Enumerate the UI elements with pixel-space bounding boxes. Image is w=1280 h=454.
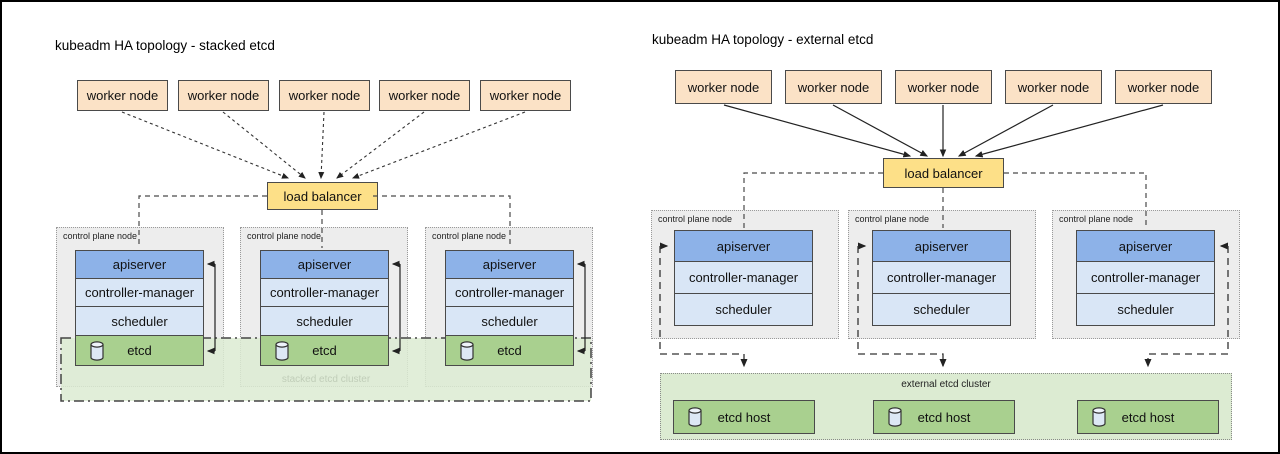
panel-label: control plane node	[432, 231, 507, 241]
control-plane-stack: apiserver controller-manager scheduler e…	[445, 250, 574, 367]
scheduler-box: scheduler	[75, 306, 204, 336]
worker-to-lb-arrow	[121, 111, 290, 179]
etcd-label: etcd	[497, 343, 522, 358]
apiserver-box: apiserver	[872, 230, 1011, 262]
database-cylinder-icon	[687, 407, 703, 427]
etcd-host-label: etcd host	[917, 409, 971, 425]
left-diagram-title: kubeadm HA topology - stacked etcd	[55, 38, 275, 53]
control-plane-stack: apiserver controller-manager scheduler	[872, 230, 1011, 326]
worker-to-lb-arrow	[832, 104, 929, 157]
etcd-host-box: etcd host	[673, 400, 815, 434]
control-plane-stack: apiserver controller-manager scheduler	[674, 230, 813, 326]
worker-to-lb-arrow	[336, 111, 425, 179]
worker-to-lb-arrow	[723, 104, 912, 158]
panel-label: control plane node	[855, 214, 930, 224]
worker-to-lb-arrow	[957, 104, 1054, 157]
controller-manager-box: controller-manager	[674, 261, 813, 294]
controller-manager-box: controller-manager	[260, 278, 389, 307]
controller-manager-box: controller-manager	[872, 261, 1011, 294]
database-cylinder-icon	[274, 340, 290, 361]
controller-manager-box: controller-manager	[445, 278, 574, 307]
control-plane-stack: apiserver controller-manager scheduler e…	[75, 250, 204, 367]
worker-to-lb-arrow	[974, 104, 1164, 158]
worker-to-lb-arrow	[351, 111, 526, 179]
worker-node-box: worker node	[1115, 70, 1212, 104]
apiserver-box: apiserver	[75, 250, 204, 279]
database-cylinder-icon	[459, 340, 475, 361]
panel-label: control plane node	[63, 231, 138, 241]
panel-label: control plane node	[1059, 214, 1134, 224]
etcd-label: etcd	[312, 343, 337, 358]
stacked-etcd-cluster-label: stacked etcd cluster	[281, 374, 371, 385]
etcd-host-label: etcd host	[717, 409, 771, 425]
panel-label: control plane node	[247, 231, 322, 241]
scheduler-box: scheduler	[260, 306, 389, 336]
worker-to-lb-arrow	[318, 111, 325, 180]
right-diagram-title: kubeadm HA topology - external etcd	[652, 32, 874, 47]
apiserver-box: apiserver	[445, 250, 574, 279]
worker-node-box: worker node	[895, 70, 992, 104]
etcd-box: etcd	[260, 335, 389, 366]
worker-node-box: worker node	[785, 70, 882, 104]
worker-to-lb-arrow	[222, 111, 306, 179]
controller-manager-box: controller-manager	[1076, 261, 1215, 294]
etcd-label: etcd	[127, 343, 152, 358]
scheduler-box: scheduler	[674, 293, 813, 326]
scheduler-box: scheduler	[872, 293, 1011, 326]
etcd-box: etcd	[75, 335, 204, 366]
database-cylinder-icon	[1091, 407, 1107, 427]
worker-node-box: worker node	[178, 80, 269, 111]
load-balancer-box: load balancer	[883, 158, 1004, 188]
scheduler-box: scheduler	[1076, 293, 1215, 326]
apiserver-box: apiserver	[1076, 230, 1215, 262]
etcd-box: etcd	[445, 335, 574, 366]
control-plane-stack: apiserver controller-manager scheduler	[1076, 230, 1215, 326]
etcd-host-label: etcd host	[1121, 409, 1175, 425]
worker-node-box: worker node	[675, 70, 772, 104]
control-plane-stack: apiserver controller-manager scheduler e…	[260, 250, 389, 367]
worker-node-box: worker node	[77, 80, 168, 111]
controller-manager-box: controller-manager	[75, 278, 204, 307]
apiserver-box: apiserver	[674, 230, 813, 262]
worker-node-box: worker node	[480, 80, 571, 111]
etcd-host-box: etcd host	[873, 400, 1015, 434]
worker-node-box: worker node	[379, 80, 470, 111]
apiserver-box: apiserver	[260, 250, 389, 279]
scheduler-box: scheduler	[445, 306, 574, 336]
panel-label: control plane node	[658, 214, 733, 224]
database-cylinder-icon	[887, 407, 903, 427]
worker-node-box: worker node	[1005, 70, 1102, 104]
etcd-host-box: etcd host	[1077, 400, 1219, 434]
external-etcd-cluster-label: external etcd cluster	[901, 379, 991, 390]
database-cylinder-icon	[89, 340, 105, 361]
worker-node-box: worker node	[279, 80, 370, 111]
load-balancer-box: load balancer	[267, 182, 378, 210]
